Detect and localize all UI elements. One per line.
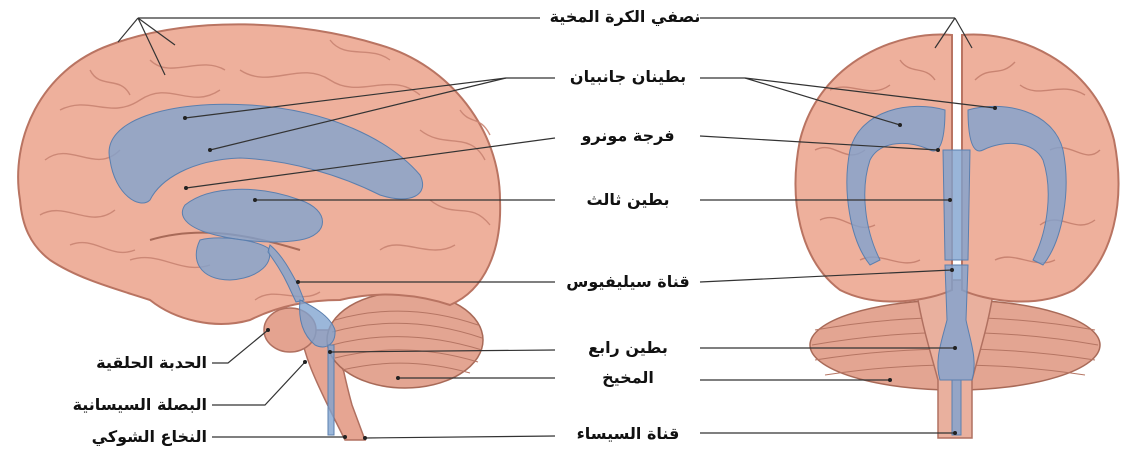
anterior-brain-view (796, 34, 1119, 438)
label-aqueduct: قناة سيليفيوس (566, 272, 690, 292)
label-pons: الحدبة الحلقية (96, 353, 207, 373)
label-medulla: البصلة السيسانية (73, 395, 207, 415)
label-central-canal: قناة السيساء (577, 424, 680, 444)
label-lateral-ventricles: بطينان جانبيان (570, 67, 686, 87)
label-foramen-monro: فرجة مونرو (581, 126, 674, 146)
label-fourth-ventricle: بطين رابع (588, 338, 668, 358)
label-cerebellum: المخيخ (602, 368, 654, 388)
cerebellum-lateral (327, 292, 483, 388)
label-third-ventricle: بطين ثالث (586, 190, 669, 210)
cerebrum-lateral (18, 24, 500, 324)
label-hemispheres: نصفي الكرة المخية (550, 7, 701, 27)
label-spinal-cord: النخاع الشوكي (92, 427, 207, 447)
